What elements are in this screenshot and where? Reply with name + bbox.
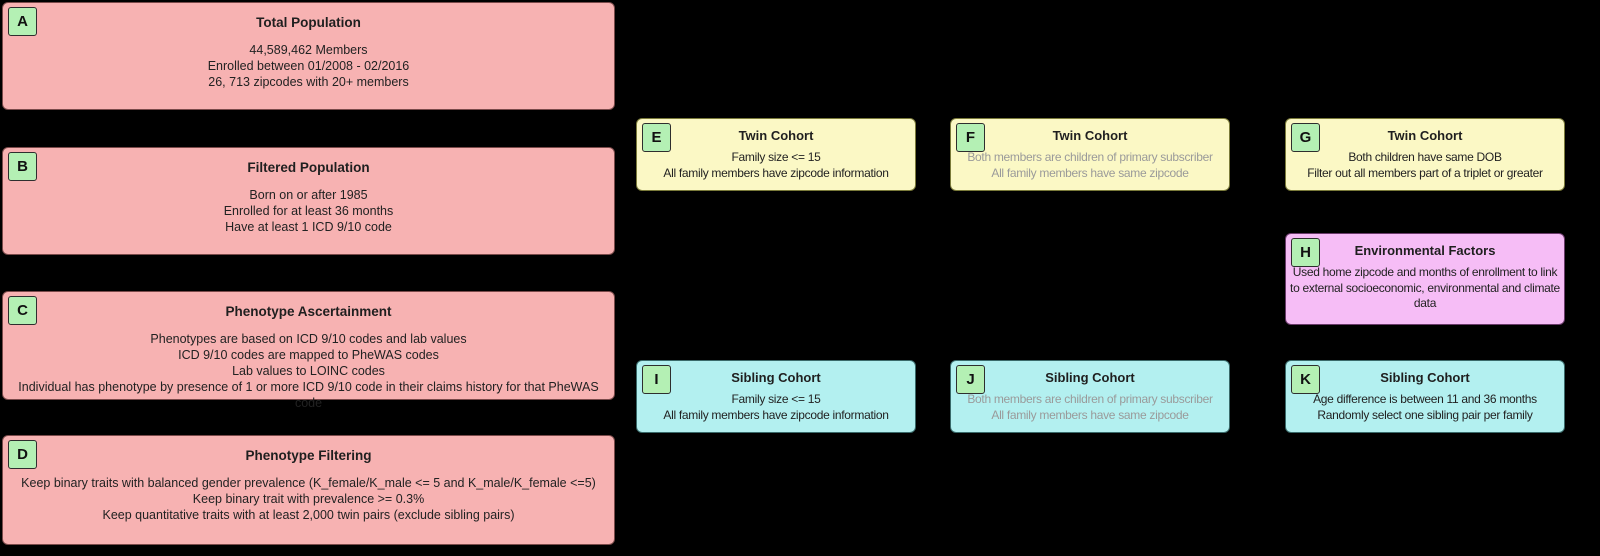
node-letter-badge: E bbox=[642, 123, 671, 152]
node-sibling-cohort-3: K Sibling Cohort Age difference is betwe… bbox=[1285, 360, 1565, 433]
node-body: Born on or after 1985 Enrolled for at le… bbox=[3, 187, 614, 235]
node-line: Filter out all members part of a triplet… bbox=[1307, 165, 1543, 180]
node-twin-cohort-2: F Twin Cohort Both members are children … bbox=[950, 118, 1230, 191]
node-line: Enrolled between 01/2008 - 02/2016 bbox=[207, 59, 410, 73]
node-total-population: A Total Population 44,589,462 Members En… bbox=[2, 2, 615, 110]
node-line: All family members have zipcode informat… bbox=[663, 165, 889, 180]
node-body: Both members are children of primary sub… bbox=[951, 150, 1229, 181]
node-letter-badge: K bbox=[1291, 365, 1320, 394]
node-letter-badge: H bbox=[1291, 238, 1320, 267]
node-line: Both members are children of primary sub… bbox=[967, 150, 1213, 164]
node-line: Both children have same DOB bbox=[1348, 150, 1502, 164]
node-title: Phenotype Filtering bbox=[245, 448, 372, 463]
node-body: Used home zipcode and months of enrollme… bbox=[1286, 265, 1564, 312]
node-title: Sibling Cohort bbox=[731, 370, 821, 385]
node-letter-badge: A bbox=[8, 7, 37, 36]
node-sibling-cohort-2: J Sibling Cohort Both members are childr… bbox=[950, 360, 1230, 433]
node-letter-badge: B bbox=[8, 152, 37, 181]
node-body: Both children have same DOB Filter out a… bbox=[1286, 150, 1564, 181]
node-title: Filtered Population bbox=[247, 160, 370, 175]
node-body: 44,589,462 Members Enrolled between 01/2… bbox=[3, 42, 614, 90]
node-line: Have at least 1 ICD 9/10 code bbox=[225, 220, 392, 234]
node-line: Keep quantitative traits with at least 2… bbox=[102, 508, 515, 522]
node-filtered-population: B Filtered Population Born on or after 1… bbox=[2, 147, 615, 255]
node-title: Twin Cohort bbox=[1052, 128, 1128, 143]
node-title: Total Population bbox=[256, 15, 361, 30]
node-line: 44,589,462 Members bbox=[249, 43, 368, 57]
node-line: Used home zipcode and months of enrollme… bbox=[1290, 265, 1560, 310]
node-line: Individual has phenotype by presence of … bbox=[18, 380, 599, 410]
node-phenotype-ascertainment: C Phenotype Ascertainment Phenotypes are… bbox=[2, 291, 615, 410]
node-line: 26, 713 zipcodes with 20+ members bbox=[208, 75, 409, 89]
node-letter-badge: I bbox=[642, 365, 671, 394]
node-line: Family size <= 15 bbox=[731, 150, 821, 164]
node-title: Twin Cohort bbox=[738, 128, 814, 143]
node-line: Both members are children of primary sub… bbox=[967, 392, 1213, 406]
node-letter-badge: G bbox=[1291, 123, 1320, 152]
node-line: All family members have same zipcode bbox=[991, 165, 1189, 180]
node-line: Enrolled for at least 36 months bbox=[223, 204, 394, 218]
node-line: Age difference is between 11 and 36 mont… bbox=[1313, 392, 1537, 406]
node-phenotype-filtering: D Phenotype Filtering Keep binary traits… bbox=[2, 435, 615, 545]
node-letter-badge: D bbox=[8, 440, 37, 469]
node-line: Phenotypes are based on ICD 9/10 codes a… bbox=[150, 332, 467, 346]
node-letter-badge: J bbox=[956, 365, 985, 394]
node-sibling-cohort-1: I Sibling Cohort Family size <= 15 All f… bbox=[636, 360, 916, 433]
node-line: Family size <= 15 bbox=[731, 392, 821, 406]
node-line: Randomly select one sibling pair per fam… bbox=[1317, 407, 1533, 422]
node-line: ICD 9/10 codes are mapped to PheWAS code… bbox=[178, 348, 439, 362]
node-body: Family size <= 15 All family members hav… bbox=[637, 392, 915, 423]
node-twin-cohort-1: E Twin Cohort Family size <= 15 All fami… bbox=[636, 118, 916, 191]
node-title: Twin Cohort bbox=[1387, 128, 1463, 143]
node-environmental-factors: H Environmental Factors Used home zipcod… bbox=[1285, 233, 1565, 325]
node-title: Environmental Factors bbox=[1354, 243, 1496, 258]
node-letter-badge: C bbox=[8, 296, 37, 325]
node-title: Sibling Cohort bbox=[1045, 370, 1135, 385]
node-body: Age difference is between 11 and 36 mont… bbox=[1286, 392, 1564, 423]
node-body: Family size <= 15 All family members hav… bbox=[637, 150, 915, 181]
node-line: Keep binary traits with balanced gender … bbox=[21, 476, 596, 490]
node-twin-cohort-3: G Twin Cohort Both children have same DO… bbox=[1285, 118, 1565, 191]
node-body: Both members are children of primary sub… bbox=[951, 392, 1229, 423]
node-title: Sibling Cohort bbox=[1380, 370, 1470, 385]
node-line: Born on or after 1985 bbox=[249, 188, 368, 202]
node-letter-badge: F bbox=[956, 123, 985, 152]
node-body: Phenotypes are based on ICD 9/10 codes a… bbox=[3, 331, 614, 411]
node-line: Keep binary trait with prevalence >= 0.3… bbox=[192, 492, 425, 506]
node-line: All family members have zipcode informat… bbox=[663, 407, 889, 422]
node-body: Keep binary traits with balanced gender … bbox=[3, 475, 614, 523]
node-line: All family members have same zipcode bbox=[991, 407, 1189, 422]
node-title: Phenotype Ascertainment bbox=[225, 304, 392, 319]
node-line: Lab values to LOINC codes bbox=[232, 364, 385, 378]
